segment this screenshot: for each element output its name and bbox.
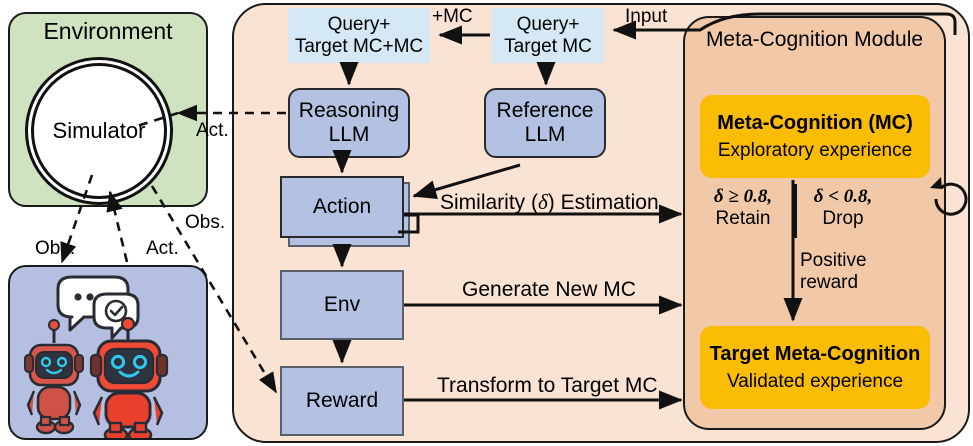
retain-condition: δ ≥ 0.8, Retain xyxy=(695,186,791,230)
reward-box: Reward xyxy=(280,366,404,436)
edge-label-generate-new-mc: Generate New MC xyxy=(462,278,636,301)
query-mc-line2: Target MC+MC xyxy=(294,35,424,57)
reference-llm-line2: LLM xyxy=(524,123,566,146)
query-target-mc-plus-mc-box: Query+ Target MC+MC xyxy=(288,8,430,63)
reference-llm-line1: Reference xyxy=(496,99,594,123)
edge-label-input: Input xyxy=(625,6,668,27)
query-target-line2: Target MC xyxy=(504,35,592,57)
drop-condition-math: δ < 0.8, xyxy=(813,186,873,207)
reasoning-llm-line2: LLM xyxy=(328,123,370,146)
reference-llm-box: Reference LLM xyxy=(484,88,606,158)
simulator-ring-inner xyxy=(31,63,167,199)
drop-condition: δ < 0.8, Drop xyxy=(800,186,886,230)
edge-label-plus-mc: +MC xyxy=(432,6,473,27)
edge-label-obs-mid: Obs. xyxy=(185,212,226,233)
similarity-delta: δ xyxy=(538,190,548,214)
agents-panel xyxy=(8,265,208,440)
query-target-mc-box: Query+ Target MC xyxy=(492,8,604,63)
edge-label-obs-left: Obs. xyxy=(35,238,76,259)
target-meta-cognition-subtitle: Validated experience xyxy=(726,371,904,393)
meta-cognition-subtitle: Exploratory experience xyxy=(717,140,913,162)
positive-reward-line2: reward xyxy=(800,271,859,293)
edge-label-act-left: Act. xyxy=(146,238,179,259)
meta-cognition-module-title: Meta-Cognition Module xyxy=(705,28,924,51)
action-box: Action xyxy=(280,176,404,238)
edge-label-similarity: Similarity (δ) Estimation xyxy=(440,190,659,215)
robots-illustration xyxy=(24,275,169,438)
retain-condition-math: δ ≥ 0.8, xyxy=(713,186,773,207)
reasoning-llm-line1: Reasoning xyxy=(298,99,400,123)
query-mc-line1: Query+ xyxy=(327,14,391,36)
similarity-pre: Similarity ( xyxy=(440,191,538,214)
condition-divider xyxy=(794,184,797,238)
edge-label-transform-to-target-mc: Transform to Target MC xyxy=(437,374,658,397)
retain-condition-word: Retain xyxy=(715,208,771,230)
reward-label: Reward xyxy=(305,389,379,413)
similarity-post: ) Estimation xyxy=(547,191,659,214)
env-box: Env xyxy=(280,270,404,340)
drop-condition-word: Drop xyxy=(822,208,864,230)
edge-label-act-top: Act. xyxy=(196,120,229,141)
target-meta-cognition-title: Target Meta-Cognition xyxy=(709,342,921,365)
reasoning-llm-box: Reasoning LLM xyxy=(288,88,410,158)
meta-cognition-title: Meta-Cognition (MC) xyxy=(717,111,913,134)
environment-label: Environment xyxy=(43,18,173,44)
positive-reward-label: Positive reward xyxy=(800,250,910,294)
action-label: Action xyxy=(312,195,372,219)
meta-cognition-box: Meta-Cognition (MC) Exploratory experien… xyxy=(700,95,930,178)
query-target-line1: Query+ xyxy=(516,14,580,36)
simulator-label: Simulator xyxy=(52,118,146,143)
positive-reward-line1: Positive xyxy=(800,250,867,271)
env-label: Env xyxy=(323,293,361,317)
target-meta-cognition-box: Target Meta-Cognition Validated experien… xyxy=(700,326,930,409)
